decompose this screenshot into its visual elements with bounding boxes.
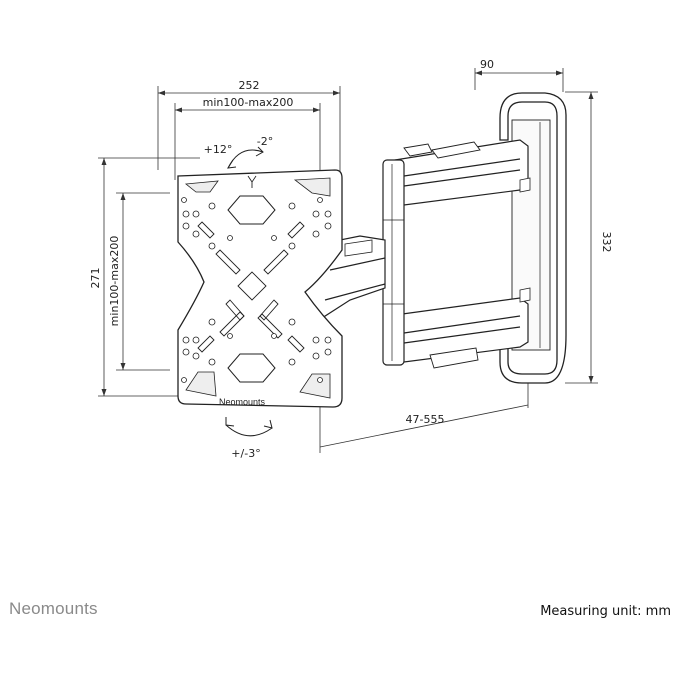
depth-label: 90 <box>480 58 494 71</box>
dimension-arrowheads <box>101 70 594 396</box>
wall-plate-height-label: 332 <box>600 232 613 253</box>
extension-label: 47-555 <box>406 413 445 426</box>
plate-width-label: 252 <box>239 79 260 92</box>
vesa-holes <box>181 197 332 383</box>
dimension-labels: 252 min100-max200 90 47-555 +12° -2° +/-… <box>89 58 613 460</box>
tv-plate: Neomounts <box>177 169 343 408</box>
tilt-down-label: -2° <box>257 135 273 148</box>
swing-arms <box>394 139 531 369</box>
measuring-unit-note: Measuring unit: mm <box>540 604 671 619</box>
tilt-arrow <box>227 146 264 169</box>
plate-logo: Neomounts <box>219 397 266 407</box>
rotation-label: +/-3° <box>231 447 260 460</box>
brand-logo-text: Neomounts <box>9 599 98 618</box>
plate-height-label: 271 <box>89 268 102 289</box>
rotation-arrow <box>225 417 273 437</box>
wall-plate <box>499 92 567 384</box>
vesa-horizontal-label: min100-max200 <box>203 96 294 109</box>
vesa-vertical-label: min100-max200 <box>108 236 121 327</box>
lower-hex-cutout <box>227 353 276 383</box>
pivot-bar <box>382 159 405 366</box>
tilt-up-label: +12° <box>204 143 233 156</box>
upper-hex-cutout <box>227 195 276 225</box>
